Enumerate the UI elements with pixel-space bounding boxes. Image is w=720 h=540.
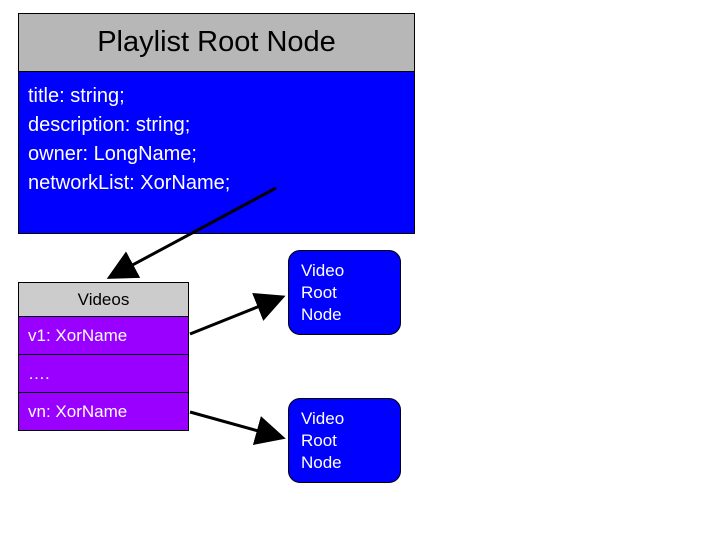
video-root-node-line: Node — [301, 305, 342, 324]
arrow-vn-to-video-root-node — [189, 410, 286, 446]
field-owner: owner: LongName; — [28, 143, 197, 165]
video-root-node-line: Root — [301, 431, 337, 450]
video-root-node-line: Video — [301, 409, 345, 428]
video-root-node-line: Root — [301, 283, 337, 302]
field-network-list: networkList: XorName; — [28, 172, 231, 194]
videos-row-label: v1: XorName — [28, 325, 128, 345]
video-root-node-line: Node — [301, 453, 342, 472]
video-root-node-2: Video Root Node — [288, 398, 401, 483]
videos-row-label: vn: XorName — [28, 401, 128, 421]
field-title: title: string; — [28, 85, 125, 107]
playlist-root-node-header: Playlist Root Node — [18, 13, 415, 72]
videos-row-vn: vn: XorName — [18, 392, 189, 431]
videos-row-v1: v1: XorName — [18, 316, 189, 355]
arrow-v1-to-video-root-node — [189, 292, 286, 336]
field-description: description: string; — [28, 114, 191, 136]
videos-row-ellipsis: …. — [18, 354, 189, 393]
playlist-root-node-title: Playlist Root Node — [97, 26, 336, 58]
video-root-node-1: Video Root Node — [288, 250, 401, 335]
videos-table-title: Videos — [77, 289, 130, 309]
videos-row-label: …. — [28, 363, 50, 383]
playlist-root-node-fields: title: string; description: string; owne… — [18, 71, 415, 234]
arrow-networklist-to-videos — [106, 186, 277, 279]
video-root-node-line: Video — [301, 261, 345, 280]
videos-table-header: Videos — [18, 282, 189, 317]
